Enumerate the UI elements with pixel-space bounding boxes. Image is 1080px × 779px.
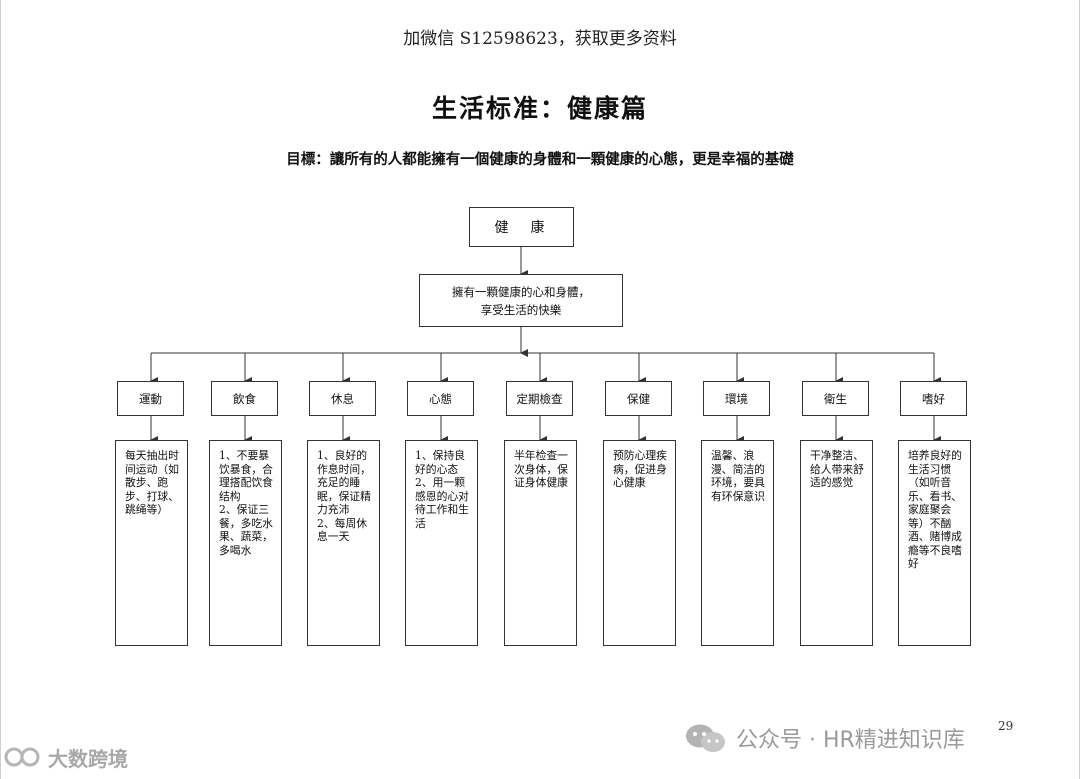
category-detail-box: 每天抽出时间运动（如散步、跑步、打球、跳绳等） [115, 440, 188, 646]
category-box: 休息 [309, 381, 376, 416]
watermark-brand: 大数跨境 [4, 738, 128, 776]
root-node-health: 健 康 [469, 207, 574, 247]
category-box: 定期檢查 [506, 381, 573, 416]
goal-statement: 目標：讓所有的人都能擁有一個健康的身體和一顆健康的心態，更是幸福的基礎 [286, 152, 794, 168]
category-box: 衛生 [802, 381, 869, 416]
category-box: 嗜好 [900, 381, 967, 416]
sub-node-text: 擁有一顆健康的心和身體， 享受生活的快樂 [452, 284, 590, 317]
category-detail-box: 半年检查一次身体，保证身体健康 [504, 440, 577, 646]
brand-logo-icon [4, 747, 40, 767]
category-detail-box: 温馨、浪漫、简洁的环境，要具有环保意识 [701, 440, 774, 646]
category-box: 環境 [703, 381, 770, 416]
wechat-contact-line: 加微信 S12598623，获取更多资料 [403, 29, 677, 49]
category-box: 心態 [407, 381, 474, 416]
watermark-brand-text: 大数跨境 [48, 746, 128, 771]
page-number: 29 [998, 719, 1014, 733]
category-detail-box: 培养良好的生活习惯（如听音乐、看书、家庭聚会等）不酗酒、赌博成瘾等不良嗜好 [898, 440, 971, 646]
category-box: 運動 [117, 381, 184, 416]
category-detail-box: 预防心理疾病，促进身心健康 [603, 440, 676, 646]
category-box: 飲食 [211, 381, 278, 416]
page-left-border [0, 0, 1, 779]
category-detail-box: 1、不要暴饮暴食，合理搭配饮食结构 2、保证三餐，多吃水果、蔬菜，多喝水 [209, 440, 282, 646]
category-detail-box: 干净整洁、给人带来舒适的感觉 [800, 440, 873, 646]
category-detail-box: 1、保持良好的心态 2、用一颗感恩的心对待工作和生活 [405, 440, 478, 646]
watermark-wechat-text: 公众号 · HR精进知识库 [736, 728, 965, 753]
category-detail-box: 1、良好的作息时间，充足的睡眠，保证精力充沛 2、每周休息一天 [307, 440, 380, 646]
sub-node-summary: 擁有一顆健康的心和身體， 享受生活的快樂 [419, 274, 623, 327]
category-box: 保健 [605, 381, 672, 416]
page-title: 生活标准：健康篇 [431, 94, 648, 123]
watermark-wechat: 公众号 · HR精进知识库 [684, 718, 965, 758]
wechat-bubble-icon [686, 724, 725, 752]
